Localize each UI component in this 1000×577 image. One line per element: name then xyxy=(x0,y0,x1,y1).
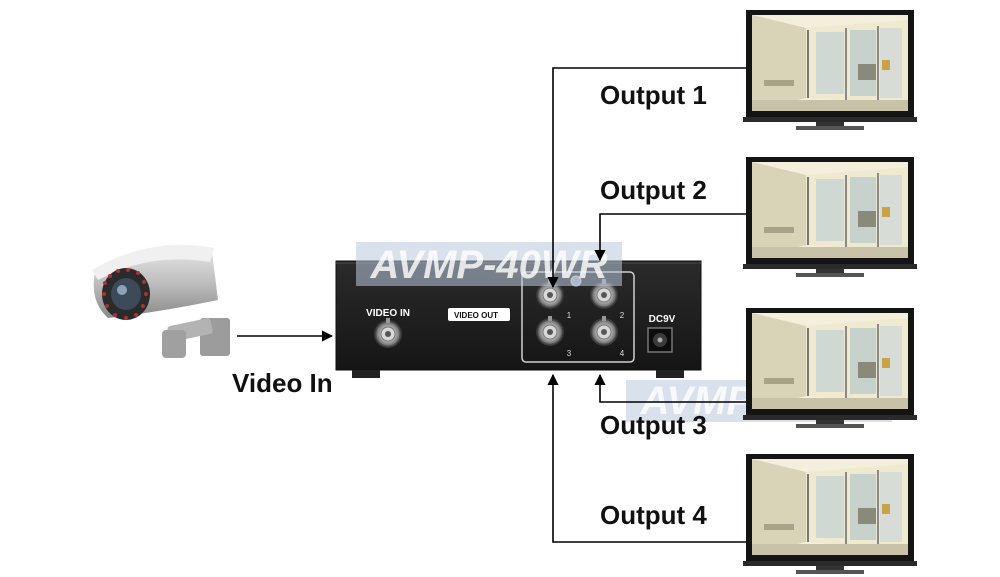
output-2-connector-line xyxy=(594,213,746,262)
svg-text:AVMP-40WR: AVMP-40WR xyxy=(369,243,607,287)
connection-lines xyxy=(237,67,746,543)
port-number-4: 4 xyxy=(620,349,625,358)
output-1-connector-line xyxy=(547,67,746,289)
security-camera-icon xyxy=(92,244,230,358)
output-3-label: Output 3 xyxy=(600,410,707,440)
port-number-3: 3 xyxy=(567,349,572,358)
watermark-top: AVMP-40WR xyxy=(356,242,622,287)
monitor-icon xyxy=(742,9,918,575)
video-out-port-label: VIDEO OUT xyxy=(454,311,498,320)
output-3-connector-line xyxy=(594,373,746,403)
port-number-1: 1 xyxy=(567,311,572,320)
output-1-label: Output 1 xyxy=(600,80,707,110)
port-number-2: 2 xyxy=(620,311,625,320)
video-in-port-label: VIDEO IN xyxy=(366,308,410,319)
video-out-tag xyxy=(448,308,510,321)
power-port-label: DC9V xyxy=(649,314,676,325)
output-4-label: Output 4 xyxy=(600,500,707,530)
video-in-label: Video In xyxy=(232,368,333,398)
output-2-label: Output 2 xyxy=(600,175,707,205)
output-4-connector-line xyxy=(547,373,746,543)
dc-power-jack-icon xyxy=(647,327,673,353)
